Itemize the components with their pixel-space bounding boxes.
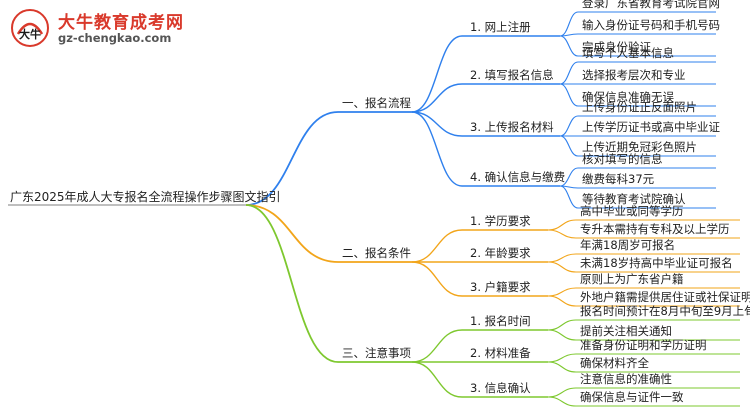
leaf-item: 未满18岁持高中毕业证可报名: [580, 256, 733, 270]
subtopic-connector: [411, 229, 463, 263]
subtopic-connector: [411, 361, 463, 398]
leaf-connector: [559, 61, 579, 85]
branch-topic: 三、注意事项: [342, 346, 411, 360]
leaf-connector: [547, 261, 577, 273]
branch-topic: 二、报名条件: [342, 246, 411, 260]
subtopic-connector: [411, 111, 463, 137]
leaf-connector: [547, 329, 577, 341]
subtopic: 2. 材料准备: [470, 346, 531, 360]
leaf-item: 年满18周岁可报名: [580, 238, 676, 252]
leaf-item: 核对填写的信息: [582, 152, 663, 166]
branch-topic: 一、报名流程: [342, 96, 411, 110]
subtopic-connector: [411, 329, 463, 363]
leaf-item: 报名时间预计在8月中旬至9月上旬: [580, 304, 750, 318]
subtopic: 1. 报名时间: [470, 314, 531, 328]
branch-connector: [245, 111, 339, 206]
leaf-item: 输入身份证号码和手机号码: [582, 18, 720, 32]
subtopic: 4. 确认信息与缴费: [470, 170, 566, 184]
subtopic: 1. 学历要求: [470, 214, 531, 228]
logo-url: gz-chengkao.com: [58, 31, 172, 45]
leaf-connector: [559, 135, 579, 157]
subtopic-connector: [411, 35, 463, 113]
leaf-item: 高中毕业或同等学历: [580, 204, 684, 218]
branch-connector: [245, 204, 339, 363]
leaf-connector: [547, 219, 577, 231]
branch-connector: [245, 204, 339, 263]
logo-mark-icon: 大牛: [10, 8, 50, 48]
leaf-item: 缴费每科37元: [582, 172, 655, 186]
leaf-connector: [559, 11, 579, 37]
leaf-item: 专升本需持有专科及以上学历: [580, 222, 730, 236]
leaf-item: 原则上为广东省户籍: [580, 272, 684, 286]
leaf-item: 选择报考层次和专业: [582, 68, 686, 82]
site-logo[interactable]: 大牛 大牛教育成考网 gz-chengkao.com: [6, 4, 206, 50]
subtopic: 1. 网上注册: [470, 20, 531, 34]
leaf-connector: [547, 319, 577, 331]
logo-mark-text: 大牛: [19, 27, 41, 41]
leaf-connector: [547, 396, 577, 407]
leaf-connector: [559, 167, 579, 187]
leaf-connector: [547, 253, 577, 263]
leaf-connector: [547, 361, 577, 373]
leaf-item: 准备身份证明和学历证明: [580, 338, 707, 352]
subtopic: 3. 信息确认: [470, 381, 531, 395]
leaf-item: 外地户籍需提供居住证或社保证明: [580, 290, 750, 304]
leaf-item: 上传身份证正反面照片: [582, 100, 697, 114]
leaf-connector: [547, 295, 577, 307]
leaf-item: 确保信息与证件一致: [580, 390, 684, 404]
subtopic-connector: [411, 111, 463, 187]
leaf-item: 注意信息的准确性: [580, 372, 672, 386]
leaf-item: 完成身份验证: [582, 40, 651, 54]
leaf-connector: [547, 387, 577, 398]
subtopic: 3. 户籍要求: [470, 280, 531, 294]
leaf-connector: [559, 115, 579, 137]
leaf-item: 确保材料齐全: [580, 356, 649, 370]
leaf-connector: [547, 287, 577, 297]
subtopic: 2. 年龄要求: [470, 246, 531, 260]
logo-title: 大牛教育成考网: [58, 13, 184, 33]
subtopic: 3. 上传报名材料: [470, 120, 554, 134]
leaf-connector: [559, 35, 579, 57]
subtopic: 2. 填写报名信息: [470, 68, 554, 82]
leaf-connector: [547, 353, 577, 363]
subtopic-connector: [411, 261, 463, 297]
leaf-item: 上传近期免冠彩色照片: [582, 140, 697, 154]
leaf-item: 填写个人基本信息: [582, 46, 674, 60]
leaf-connector: [559, 185, 579, 209]
leaf-connector: [559, 83, 579, 107]
leaf-item: 登录广东省教育考试院官网: [582, 0, 720, 10]
root-topic: 广东2025年成人大专报名全流程操作步骤图文指引: [10, 190, 281, 204]
leaf-connector: [547, 229, 577, 239]
leaf-item: 等待教育考试院确认: [582, 192, 686, 206]
leaf-item: 确保信息准确无误: [582, 90, 674, 104]
subtopic-connector: [411, 83, 463, 113]
leaf-item: 上传学历证书或高中毕业证: [582, 120, 720, 134]
leaf-item: 提前关注相关通知: [580, 324, 672, 338]
